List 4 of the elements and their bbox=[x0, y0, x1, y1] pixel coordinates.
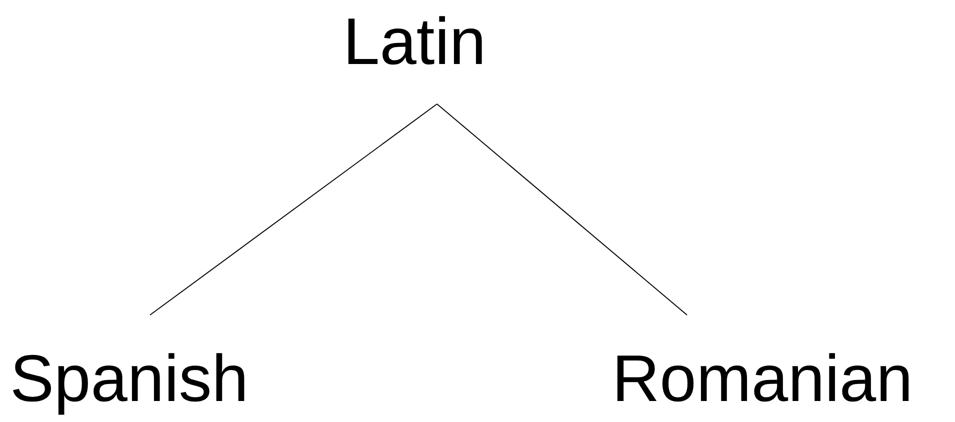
connector-line bbox=[150, 104, 438, 316]
node-label: Romanian bbox=[612, 345, 913, 411]
connector-line bbox=[436, 104, 688, 316]
node-label: Latin bbox=[343, 8, 486, 74]
